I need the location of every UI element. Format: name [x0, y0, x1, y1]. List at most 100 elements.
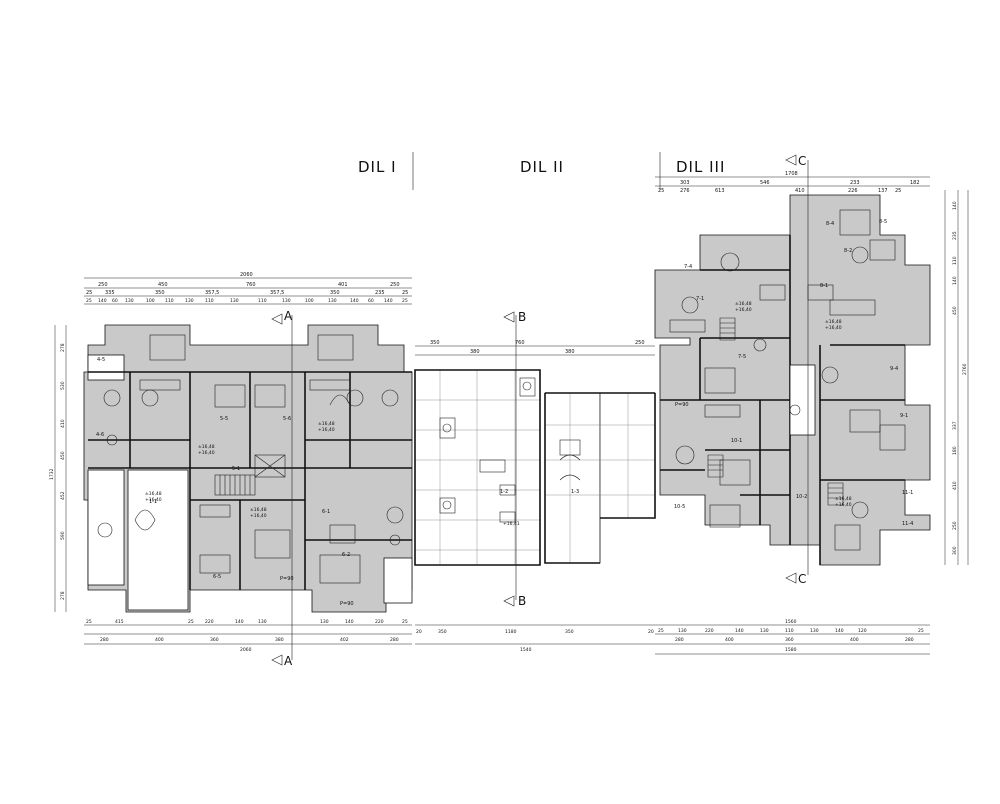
dim-label: 350 [565, 629, 574, 635]
dim-label: 410 [795, 188, 805, 194]
dim-label: 140 [235, 619, 244, 625]
dim-label: 350 [438, 629, 447, 635]
part-title-1: DIL I [358, 158, 397, 176]
dim-label: 280 [675, 637, 684, 643]
parapet-notes: P=90 P=90 P=90 [280, 402, 689, 607]
dim-label: 250 [952, 521, 958, 530]
dim-overall-right: 2760 [962, 363, 968, 375]
section-label: C [798, 572, 806, 586]
dim-overall-top-3: 1708 [785, 171, 798, 177]
room-tag: 1-1 [149, 499, 157, 505]
dim-label: 110 [205, 298, 214, 304]
dim-label: 140 [835, 628, 844, 634]
dim-label: 140 [735, 628, 744, 634]
dim-label: 130 [328, 298, 337, 304]
level-line-2: +16,40 [145, 497, 162, 503]
dim-overall-bottom-1: 2060 [240, 647, 252, 653]
dim-label: 180 [952, 446, 958, 455]
dim-label: 450 [158, 282, 168, 288]
building-part-3 [654, 194, 931, 566]
dim-label: 452 [60, 491, 66, 500]
dim-label: 110 [952, 256, 958, 265]
level-marker-6: ±16,48 +16,40 [735, 301, 752, 313]
building-part-2 [414, 369, 656, 566]
dim-label: 760 [515, 340, 525, 346]
dim-label: 450 [952, 306, 958, 315]
section-marker-b-bottom: B [503, 594, 526, 608]
level-marker-7: ±16,48 +16,40 [825, 319, 842, 331]
level-marker-3: ±16,48 +16,40 [250, 507, 267, 519]
level-line-1: ±16,48 [145, 491, 162, 497]
dim-label: 140 [952, 201, 958, 210]
dim-label: 130 [678, 628, 687, 634]
room-tag: 8-2 [844, 248, 852, 254]
dim-label: 25 [86, 619, 92, 625]
section-markers: A A B B C C [271, 154, 806, 668]
room-tag: 8-4 [826, 221, 834, 227]
dim-label: 350 [330, 290, 340, 296]
room-tag: 8-5 [879, 219, 887, 225]
dim-label: 140 [952, 276, 958, 285]
dim-label: 401 [338, 282, 348, 288]
dim-label: 130 [230, 298, 239, 304]
dim-label: 235 [375, 290, 385, 296]
dim-label: 380 [275, 637, 284, 643]
room-tag: 7-4 [684, 264, 692, 270]
dim-label: 220 [705, 628, 714, 634]
level-line-2: +16,40 [318, 427, 335, 433]
dim-text-left: 278 530 410 450 1732 452 590 278 [49, 343, 66, 600]
room-tag: 7-5 [738, 354, 746, 360]
dim-overall-top-1: 2060 [240, 272, 253, 278]
dim-label: 25 [86, 290, 92, 296]
dim-text-bottom-part2: 20 350 1180 350 20 1540 [416, 629, 654, 653]
dim-label: 130 [125, 298, 134, 304]
dim-label: 130 [258, 619, 267, 625]
room-tag: 5-6 [283, 416, 291, 422]
room-tag: 1-3 [571, 489, 579, 495]
dim-label: 182 [910, 180, 920, 186]
dim-label: 25 [188, 619, 194, 625]
level-marker-2: ±16,48 +16,40 [318, 421, 335, 433]
dim-label: 235 [952, 231, 958, 240]
dim-label: 360 [785, 637, 794, 643]
part-dividers [412, 152, 661, 190]
dim-label: 760 [246, 282, 256, 288]
dim-label: 350 [155, 290, 165, 296]
section-lines [291, 160, 809, 660]
section-marker-a-bottom: A [271, 654, 293, 668]
room-tag: 6-1 [322, 509, 330, 515]
room-tag: 4-6 [96, 432, 104, 438]
section-marker-a-top: A [271, 309, 293, 325]
room-tag: 6-2 [342, 552, 350, 558]
dim-label: 410 [60, 419, 66, 428]
dim-label: 530 [60, 381, 66, 390]
room-tag: 9-4 [890, 366, 898, 372]
dim-label: 220 [375, 619, 384, 625]
dim-label: 120 [858, 628, 867, 634]
dim-label: 130 [185, 298, 194, 304]
dim-label: 546 [760, 180, 770, 186]
level-line-2: +16,40 [825, 325, 842, 331]
parapet-note: P=90 [340, 601, 354, 607]
room-tags: 4-5 4-6 5-1 5-5 5-6 6-1 6-2 6-5 1-1 1-2 … [96, 219, 913, 580]
dim-text-top-part1: 2060 250 450 760 401 250 25 335 350 357,… [86, 272, 408, 296]
dim-label: 130 [282, 298, 291, 304]
dim-label: 25 [658, 188, 664, 194]
dim-label: 25 [402, 290, 408, 296]
dim-label: 1180 [505, 629, 517, 635]
dim-label: 280 [390, 637, 399, 643]
building-part-1 [83, 324, 413, 613]
level-line-2: +16,40 [735, 307, 752, 313]
dim-label: 25 [895, 188, 901, 194]
room-tag: 10-2 [796, 494, 807, 500]
dim-label: 276 [680, 188, 690, 194]
dim-label: 250 [390, 282, 400, 288]
level-line-1: ±16,48 [835, 496, 852, 502]
parapet-note: P=90 [280, 576, 294, 582]
room-tag: 6-5 [213, 574, 221, 580]
dim-label: 130 [810, 628, 819, 634]
room-tag: 5-1 [232, 466, 240, 472]
level-line-2: +16,40 [250, 513, 267, 519]
dim-text-bottom-part3: 1560 25 130 220 140 130 110 130 140 120 … [658, 619, 924, 653]
